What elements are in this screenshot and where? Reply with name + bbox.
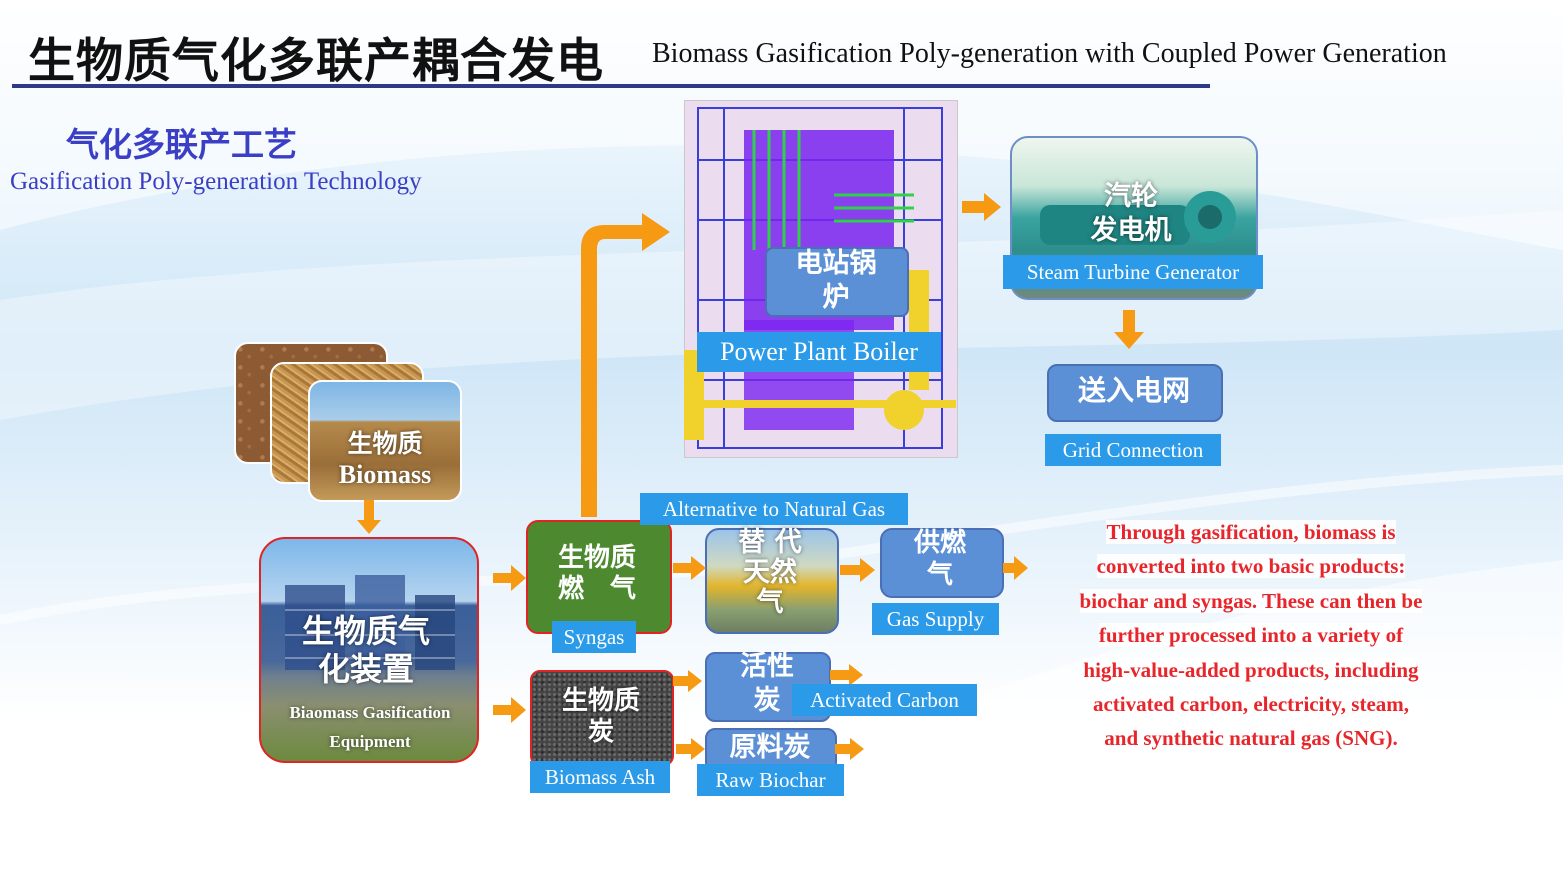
gas-supply-caption: Gas Supply [872,603,999,635]
boiler-label-cn: 电站锅炉 [795,248,877,313]
page-title-en: Biomass Gasification Poly-generation wit… [652,38,1447,69]
biomass-ash-label-cn: 生物质 炭 [561,686,640,747]
equipment-structure-graphic [285,575,455,670]
turbine-graphic [1040,191,1236,245]
grid-label-cn: 送入电网 [1077,374,1190,407]
page-title-cn: 生物质气化多联产耦合发电 [28,34,604,89]
section-title-en: Gasification Poly-generation Technology [10,168,422,195]
arrow-equipment-to-syngas [493,565,526,591]
arrow-syngas-to-boiler [581,213,670,517]
description-note: Through gasification, biomass is convert… [1053,515,1449,756]
note-line-4: further processed into a variety of [1098,623,1404,648]
grid-node [1047,364,1223,422]
sng-label-cn: 替 代 天然 气 [738,527,802,618]
arrow-sng-to-gas-supply [840,558,875,582]
note-line-2: converted into two basic products: [1096,554,1406,579]
boiler-label-box [765,247,909,317]
sng-caption: Alternative to Natural Gas [640,493,908,525]
syngas-label-cn: 生物质 燃 气 [557,543,636,604]
arrow-ash-to-activated [673,670,702,692]
arrow-syngas-to-sng [673,556,706,580]
note-line-3: biochar and syngas. These can then be [1079,588,1423,613]
syngas-caption: Syngas [552,621,636,653]
note-line-6: activated carbon, electricity, steam, [1092,692,1410,717]
section-title-cn: 气化多联产工艺 [66,125,297,164]
arrow-raw-out [835,738,864,760]
arrow-gas-supply-out [1003,556,1028,580]
biomass-ash-node [530,670,674,766]
arrow-equipment-to-ash [493,697,526,723]
arrow-ash-to-raw [676,738,705,760]
arrow-turbine-to-grid [1114,310,1144,349]
raw-biochar-label-cn: 原料炭 [729,732,811,763]
equipment-label-cn: 生物质气化装置 [301,612,430,688]
arrow-biomass-to-equipment [357,500,381,534]
sng-node [705,528,839,634]
title-underline [12,84,1210,88]
turbine-caption: Steam Turbine Generator [1003,255,1263,289]
boiler-caption: Power Plant Boiler [697,332,941,372]
arrow-boiler-to-turbine [962,193,1001,221]
equipment-label-en: Biaomass Gasification Equipment [289,703,451,751]
biomass-ash-caption: Biomass Ash [530,761,670,793]
raw-biochar-caption: Raw Biochar [697,764,844,796]
biomass-photo-front [308,380,462,502]
note-line-7: and synthetic natural gas (SNG). [1104,726,1398,751]
activated-carbon-caption: Activated Carbon [792,684,977,716]
syngas-node [526,520,672,634]
note-line-5: high-value-added products, including [1083,657,1419,682]
note-line-1: Through gasification, biomass is [1106,520,1396,544]
biomass-label: 生物质 Biomass [338,429,432,489]
turbine-label-cn: 汽轮 发电机 [1090,181,1172,246]
grid-caption: Grid Connection [1045,434,1221,466]
gas-supply-label-cn: 供燃 气 [913,528,966,590]
activated-carbon-label-cn: 活性 炭 [740,651,794,716]
arrow-activated-out [830,664,863,686]
